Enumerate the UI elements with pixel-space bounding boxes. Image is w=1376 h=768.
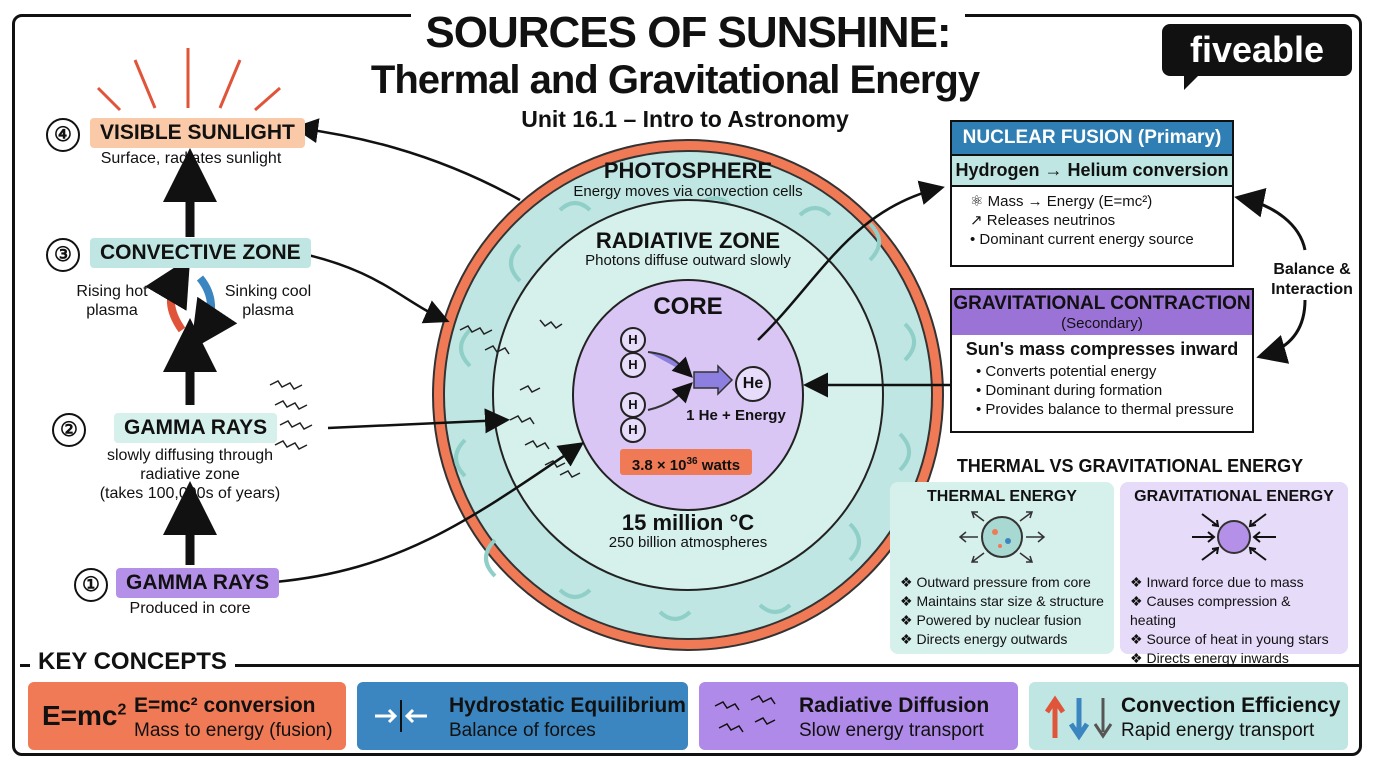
step-2-number: ② <box>52 413 86 447</box>
core-temperature: 15 million °C <box>621 510 755 535</box>
key-concept-radiative: Radiative Diffusion Slow energy transpor… <box>699 682 1018 750</box>
photosphere-note: Energy moves via convection cells <box>573 183 803 200</box>
subtitle: Unit 16.1 – Intro to Astronomy <box>521 106 849 132</box>
arrow-gamma2-to-sun <box>327 408 510 434</box>
key-concepts-label: KEY CONCEPTS <box>30 648 235 676</box>
reaction-label: 1 He + Energy <box>686 407 786 424</box>
hydrogen-atom: H <box>620 392 646 418</box>
kc-title: E=mc² conversion <box>134 694 316 717</box>
neutrino-icon: ↗ <box>970 212 987 229</box>
photosphere-title: PHOTOSPHERE <box>603 158 773 183</box>
step-3-label: CONVECTIVE ZONE <box>90 238 311 268</box>
gravity-title: GRAVITATIONAL CONTRACTION (Secondary) <box>952 290 1252 335</box>
thermal-expansion-icon <box>958 511 1046 563</box>
thermal-bullet: ❖ Directs energy outwards <box>900 631 1068 647</box>
convection-icon <box>1044 695 1113 741</box>
photon-paths <box>269 319 581 478</box>
kc-title: Hydrostatic Equilibrium <box>449 694 686 717</box>
gravity-bullet: • Dominant during formation <box>976 382 1163 399</box>
thermal-bullet: ❖ Outward pressure from core <box>900 574 1091 590</box>
gravity-bullet: • Converts potential energy <box>976 363 1157 380</box>
key-concept-convection: Convection Efficiency Rapid energy trans… <box>1029 682 1348 750</box>
sinking-plasma-arrow <box>190 275 238 350</box>
gravitational-bullet: ❖ Source of heat in young stars <box>1130 631 1329 647</box>
helium-atom: He <box>735 366 771 402</box>
step-4-caption: Surface, radiates sunlight <box>100 150 282 167</box>
gravitational-bullet: ❖ Causes compression & heating <box>1130 593 1291 628</box>
fusion-bullet: ↗ Releases neutrinos <box>970 212 1116 229</box>
step-2-caption: slowly diffusing through radiative zone … <box>99 447 281 502</box>
fusion-subtitle: Hydrogen → Helium conversion <box>952 154 1232 187</box>
sinking-plasma-note: Sinking cool plasma <box>224 283 312 319</box>
core-pressure: 250 billion atmospheres <box>608 534 768 551</box>
gravitational-energy-card: GRAVITATIONAL ENERGY ❖ Inward force due … <box>1120 482 1348 666</box>
fusion-bullet: • Dominant current energy source <box>970 231 1194 248</box>
step-2-label: GAMMA RAYS <box>114 413 278 443</box>
arrow-photosphere-to-sunlight <box>293 118 521 202</box>
core-title: CORE <box>653 293 723 320</box>
kc-sub: Mass to energy (fusion) <box>134 720 333 741</box>
thermal-title: THERMAL ENERGY <box>927 488 1077 505</box>
step-3-number: ③ <box>46 238 80 272</box>
hydrogen-atom: H <box>620 417 646 443</box>
atom-icon: ⚛ <box>970 193 988 210</box>
kc-title: Convection Efficiency <box>1121 694 1341 717</box>
power-output-badge: 3.8 × 1036 watts <box>620 449 752 475</box>
convection-cells <box>454 196 916 621</box>
title-line-2: Thermal and Gravitational Energy <box>370 58 980 102</box>
fusion-arrow-top <box>647 351 693 378</box>
radiative-title: RADIATIVE ZONE <box>595 228 781 253</box>
fusion-bullet: ⚛ Mass → Energy (E=mc²) <box>970 193 1153 210</box>
gravity-subtitle: Sun's mass compresses inward <box>965 339 1239 359</box>
gravity-bullet: • Provides balance to thermal pressure <box>976 401 1234 418</box>
diffusion-icon <box>714 695 776 733</box>
arrow-core-to-fusion <box>757 180 945 341</box>
gravitational-bullet: ❖ Directs energy inwards <box>1130 650 1289 666</box>
title-line-1: SOURCES OF SUNSHINE: <box>0 8 1376 58</box>
sunlight-rays <box>96 48 281 112</box>
kc-sub: Rapid energy transport <box>1121 720 1315 741</box>
gravity-compression-icon <box>1192 513 1276 561</box>
fusion-arrow-bottom <box>647 382 693 411</box>
balance-label: Balance &Interaction <box>1271 261 1353 298</box>
fusion-title: NUCLEAR FUSION (Primary) <box>952 122 1232 154</box>
gravitational-title: GRAVITATIONAL ENERGY <box>1134 488 1334 505</box>
step-4-number: ④ <box>46 118 80 152</box>
gravitational-contraction-box: GRAVITATIONAL CONTRACTION (Secondary) Su… <box>950 288 1254 433</box>
kc-sub: Slow energy transport <box>799 720 984 741</box>
step-1-label: GAMMA RAYS <box>116 568 280 598</box>
comparison-title: THERMAL VS GRAVITATIONAL ENERGY <box>956 456 1304 476</box>
gravitational-bullet: ❖ Inward force due to mass <box>1130 574 1304 590</box>
equilibrium-icon <box>375 700 427 732</box>
kc-sub: Balance of forces <box>449 720 596 741</box>
arrow-balance-down <box>1256 299 1307 364</box>
arrow-convective-to-sun <box>294 250 450 324</box>
step-1-caption: Produced in core <box>129 600 251 617</box>
thermal-energy-card: THERMAL ENERGY ❖ Outward pressure from c… <box>890 482 1114 654</box>
key-concepts-divider <box>20 664 1360 667</box>
fusion-main-arrow <box>693 364 734 396</box>
fiveable-logo: fiveable <box>1162 24 1352 90</box>
arrow-gamma1-to-sun <box>274 442 585 584</box>
step-4-label: VISIBLE SUNLIGHT <box>90 118 305 148</box>
rising-plasma-arrow <box>145 257 191 333</box>
thermal-bullet: ❖ Maintains star size & structure <box>900 593 1104 609</box>
key-concept-hydrostatic: Hydrostatic Equilibrium Balance of force… <box>357 682 688 750</box>
key-concept-emc2: E=mc2 E=mc² conversion Mass to energy (f… <box>28 682 346 750</box>
hydrogen-atom: H <box>620 327 646 353</box>
thermal-bullet: ❖ Powered by nuclear fusion <box>900 612 1082 628</box>
bullet-icon: • <box>970 231 980 248</box>
step-1-number: ① <box>74 568 108 602</box>
radiative-note: Photons diffuse outward slowly <box>585 252 791 269</box>
nuclear-fusion-box: NUCLEAR FUSION (Primary) Hydrogen → Heli… <box>950 120 1234 267</box>
kc-title: Radiative Diffusion <box>799 694 990 717</box>
hydrogen-atom: H <box>620 352 646 378</box>
emc2-icon: E=mc2 <box>42 700 127 731</box>
rising-plasma-note: Rising hot plasma <box>76 283 148 319</box>
arrow-balance-up <box>1234 188 1307 251</box>
